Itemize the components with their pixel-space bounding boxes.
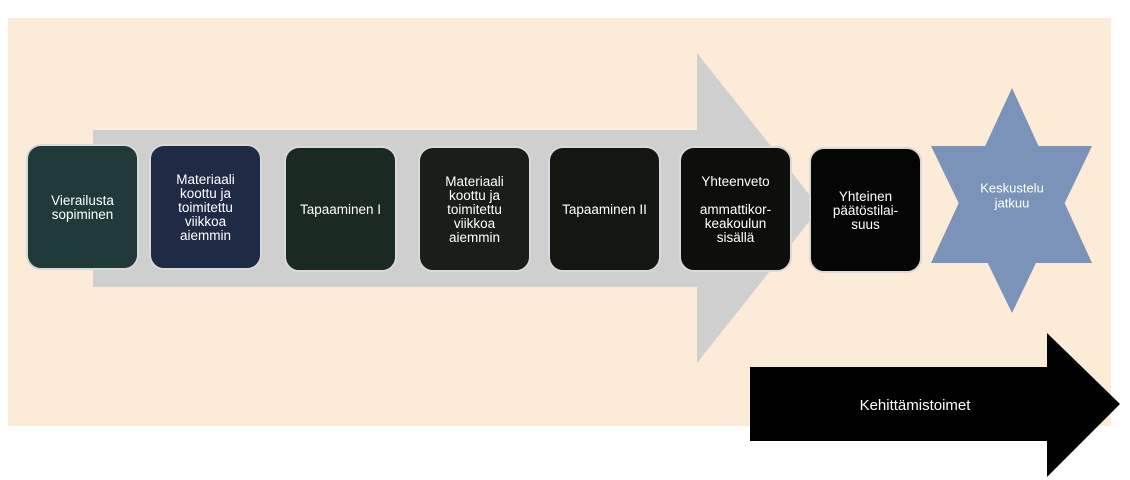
step-label-line: toimitettu [447, 202, 502, 217]
development-arrow-shape [750, 333, 1120, 477]
step-label-line: Vierailusta [51, 193, 114, 208]
step-box-2 [149, 144, 262, 270]
step-label-3: Tapaaminen I [300, 202, 381, 217]
step-box-1 [26, 144, 139, 270]
step-label-line: keakoulun [705, 216, 767, 231]
step-label-line: toimitettu [178, 200, 233, 215]
step-label-line: ammattikor- [700, 202, 771, 217]
step-box-4 [418, 146, 531, 272]
star-label-line: Keskustelu [980, 181, 1044, 196]
step-label-line: suus [851, 217, 880, 232]
step-box-7 [809, 147, 922, 273]
step-box-3 [284, 146, 397, 272]
step-label-line: sopiminen [52, 207, 114, 222]
step-label-line: Tapaaminen II [562, 202, 647, 217]
star-triangle-down [931, 146, 1092, 313]
step-label-line: koottu ja [449, 188, 501, 203]
step-label-line: sisällä [717, 230, 755, 245]
step-box-5 [548, 146, 661, 272]
development-arrow-label: Kehittämistoimet [860, 397, 972, 414]
step-label-5: Tapaaminen II [562, 202, 647, 217]
step-label-line: päätöstilai- [833, 203, 898, 218]
step-label-line: viikkoa [185, 214, 227, 229]
step-label-line: Tapaaminen I [300, 202, 381, 217]
step-label-line: Yhteinen [839, 189, 892, 204]
step-box-6 [679, 146, 792, 272]
development-arrow: Kehittämistoimet [750, 333, 1120, 477]
step-label-line: Yhteenveto [701, 174, 769, 189]
step-label-line: aiemmin [180, 228, 231, 243]
step-label-line: Materiaali [176, 172, 235, 187]
step-label-line: viikkoa [454, 216, 496, 231]
step-label-line: aiemmin [449, 230, 500, 245]
star-label-line: jatkuu [994, 196, 1030, 211]
step-label-line: koottu ja [180, 186, 232, 201]
step-label-line: Materiaali [445, 174, 504, 189]
